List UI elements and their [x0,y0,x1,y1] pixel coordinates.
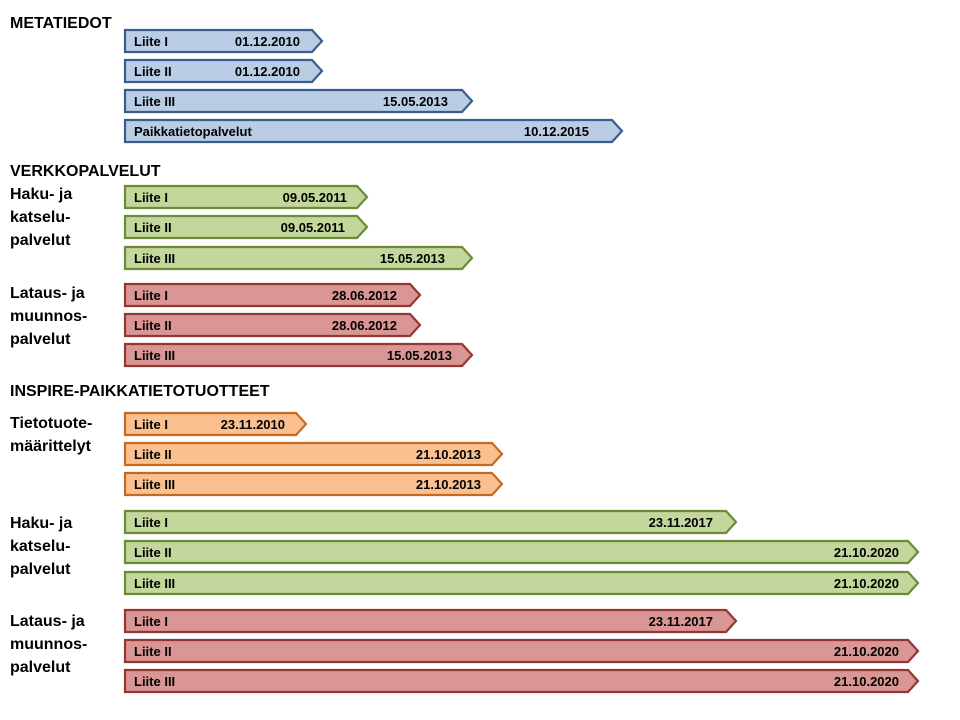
deadline-arrow-meta-liite-2: Liite II 01.12.2010 [123,58,324,84]
deadline-arrow-meta-liite-3: Liite III 15.05.2013 [123,88,474,114]
arrow-shape [123,411,308,437]
deadline-arrow-inspire-lataus-liite-2: Liite II 21.10.2020 [123,638,920,664]
deadline-arrow-meta-liite-1: Liite I 01.12.2010 [123,28,324,54]
sublabel-line: katselu- [10,538,71,555]
sublabel-line: palvelut [10,331,71,348]
arrow-label: Liite I [134,515,168,530]
arrow-date: 21.10.2020 [834,545,899,560]
deadline-arrow-inspire-tietotuote-liite-3: Liite III 21.10.2013 [123,471,504,497]
arrow-date: 09.05.2011 [283,190,347,205]
arrow-label: Liite I [134,190,168,205]
deadline-arrow-verkko-lataus-liite-1: Liite I 28.06.2012 [123,282,422,308]
arrow-date: 21.10.2013 [416,447,481,462]
sublabel-line: muunnos- [10,636,88,653]
arrow-shape [123,28,324,54]
arrow-date: 28.06.2012 [332,318,397,333]
sublabel-line: katselu- [10,209,71,226]
arrow-shape [123,118,624,144]
section-heading-inspire: INSPIRE-PAIKKATIETOTUOTTEET [10,383,270,400]
arrow-date: 21.10.2020 [834,674,899,689]
arrow-shape [123,441,504,467]
arrow-date: 09.05.2011 [281,220,345,235]
arrow-shape [123,638,920,664]
arrow-label: Liite I [134,417,168,432]
deadline-arrow-verkko-haku-liite-3: Liite III 15.05.2013 [123,245,474,271]
arrow-shape [123,214,369,240]
sublabel-line: palvelut [10,659,71,676]
arrow-shape [123,245,474,271]
sublabel-verkko-lataus: Lataus- ja muunnos- palvelut [10,282,87,351]
arrow-label: Liite III [134,674,175,689]
arrow-shape [123,668,920,694]
deadline-arrow-verkko-haku-liite-2: Liite II 09.05.2011 [123,214,369,240]
sublabel-line: Haku- ja [10,515,73,532]
arrow-date: 15.05.2013 [387,348,452,363]
arrow-label: Liite II [134,447,172,462]
deadline-arrow-inspire-haku-liite-2: Liite II 21.10.2020 [123,539,920,565]
sublabel-verkko-haku: Haku- ja katselu- palvelut [10,183,72,252]
arrow-shape [123,570,920,596]
arrow-label: Liite III [134,477,175,492]
arrow-date: 23.11.2017 [649,515,713,530]
arrow-label: Liite III [134,348,175,363]
deadline-arrow-inspire-haku-liite-3: Liite III 21.10.2020 [123,570,920,596]
arrow-date: 23.11.2017 [649,614,713,629]
section-heading-metatiedot: METATIEDOT [10,15,112,32]
arrow-label: Liite II [134,644,172,659]
sublabel-line: määrittelyt [10,438,91,455]
arrow-shape [123,312,422,338]
sublabel-inspire-tietotuote: Tietotuote- määrittelyt [10,412,92,458]
arrow-shape [123,509,738,535]
arrow-label: Liite I [134,614,168,629]
arrow-shape [123,282,422,308]
sublabel-line: palvelut [10,232,71,249]
sublabel-line: Lataus- ja [10,613,85,630]
sublabel-inspire-haku: Haku- ja katselu- palvelut [10,512,72,581]
arrow-label: Liite III [134,251,175,266]
arrow-date: 01.12.2010 [235,64,300,79]
arrow-date: 21.10.2020 [834,576,899,591]
arrow-date: 28.06.2012 [332,288,397,303]
arrow-shape [123,58,324,84]
deadline-arrow-verkko-lataus-liite-2: Liite II 28.06.2012 [123,312,422,338]
deadline-arrow-inspire-tietotuote-liite-1: Liite I 23.11.2010 [123,411,308,437]
sublabel-line: muunnos- [10,308,88,325]
sublabel-line: palvelut [10,561,71,578]
sublabel-line: Haku- ja [10,186,73,203]
arrow-shape [123,342,474,368]
deadline-arrow-verkko-haku-liite-1: Liite I 09.05.2011 [123,184,369,210]
arrow-shape [123,608,738,634]
sublabel-line: Tietotuote- [10,415,93,432]
arrow-label: Paikkatietopalvelut [134,124,252,139]
arrow-shape [123,184,369,210]
arrow-label: Liite I [134,34,168,49]
sublabel-inspire-lataus: Lataus- ja muunnos- palvelut [10,610,87,679]
arrow-shape [123,539,920,565]
arrow-date: 21.10.2020 [834,644,899,659]
arrow-date: 10.12.2015 [524,124,589,139]
deadline-arrow-inspire-tietotuote-liite-2: Liite II 21.10.2013 [123,441,504,467]
arrow-label: Liite III [134,576,175,591]
arrow-date: 23.11.2010 [221,417,285,432]
deadline-arrow-verkko-lataus-liite-3: Liite III 15.05.2013 [123,342,474,368]
arrow-date: 21.10.2013 [416,477,481,492]
arrow-label: Liite II [134,318,172,333]
arrow-date: 15.05.2013 [383,94,448,109]
arrow-date: 15.05.2013 [380,251,445,266]
arrow-label: Liite II [134,220,172,235]
deadline-arrow-inspire-lataus-liite-1: Liite I 23.11.2017 [123,608,738,634]
sublabel-line: Lataus- ja [10,285,85,302]
section-heading-verkkopalvelut: VERKKOPALVELUT [10,163,161,180]
arrow-label: Liite III [134,94,175,109]
deadline-arrow-inspire-lataus-liite-3: Liite III 21.10.2020 [123,668,920,694]
arrow-date: 01.12.2010 [235,34,300,49]
deadline-arrow-inspire-haku-liite-1: Liite I 23.11.2017 [123,509,738,535]
deadline-arrow-meta-paikkatietopalvelut: Paikkatietopalvelut 10.12.2015 [123,118,624,144]
arrow-label: Liite I [134,288,168,303]
arrow-label: Liite II [134,545,172,560]
arrow-shape [123,88,474,114]
arrow-label: Liite II [134,64,172,79]
arrow-shape [123,471,504,497]
